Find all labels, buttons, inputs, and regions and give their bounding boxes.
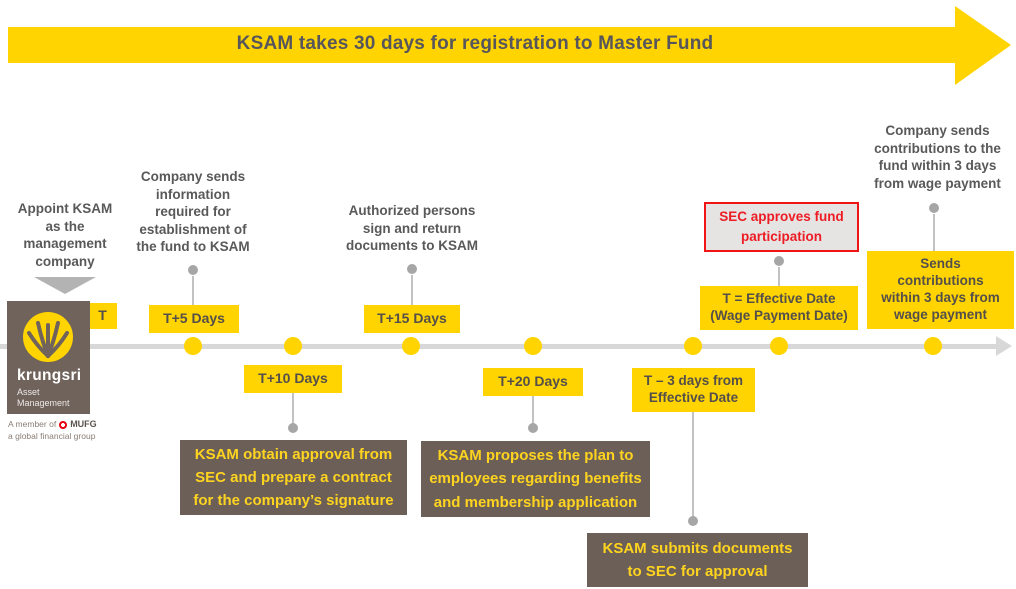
connector-line xyxy=(192,276,194,305)
member-prefix-text: A member of xyxy=(8,419,57,430)
callout-ksam-proposes-plan: KSAM proposes the plan to employees rega… xyxy=(421,441,650,517)
milestone-label-t-effective: T = Effective Date (Wage Payment Date) xyxy=(700,286,858,330)
annotation-authorized-persons: Authorized persons sign and return docum… xyxy=(345,203,478,254)
milestone-label-t: T xyxy=(88,303,117,329)
milestone-label-sends-contributions: Sends contributions within 3 days from w… xyxy=(867,251,1014,329)
milestone-label-t20: T+20 Days xyxy=(483,368,583,396)
timeline-dot xyxy=(524,337,542,355)
krungsri-logo: krungsri Asset Management xyxy=(7,301,90,414)
connector-dot xyxy=(528,423,538,433)
milestone-label-t15: T+15 Days xyxy=(364,305,460,333)
annotation-company-sends-info: Company sends information required for e… xyxy=(136,169,250,255)
timeline-line xyxy=(0,344,998,349)
mufg-icon xyxy=(59,420,68,429)
connector-line xyxy=(692,412,694,517)
callout-ksam-obtain-approval: KSAM obtain approval from SEC and prepar… xyxy=(180,440,407,515)
connector-dot xyxy=(407,264,417,274)
connector-line xyxy=(778,267,780,286)
annotation-company-sends-contributions: Company sends contributions to the fund … xyxy=(874,123,1001,191)
krungsri-lotus-icon xyxy=(23,312,73,362)
connector-dot xyxy=(188,265,198,275)
logo-subtitle-line1: Asset xyxy=(17,387,40,397)
connector-line xyxy=(933,214,935,251)
mufg-member-line: A member of MUFG a global financial grou… xyxy=(8,419,118,442)
connector-dot xyxy=(929,203,939,213)
connector-line xyxy=(532,396,534,424)
milestone-label-t5: T+5 Days xyxy=(149,305,239,333)
timeline-dot xyxy=(924,337,942,355)
connector-line xyxy=(411,275,413,306)
milestone-label-t10: T+10 Days xyxy=(244,365,342,393)
milestone-label-t-minus-3: T – 3 days from Effective Date xyxy=(632,368,755,412)
timeline-arrowhead-icon xyxy=(996,336,1012,356)
member-suffix-text: a global financial group xyxy=(8,430,96,441)
logo-subtitle-line2: Management xyxy=(17,398,70,408)
logo-brand-text: krungsri xyxy=(17,367,82,384)
mufg-brand-text: MUFG xyxy=(70,419,97,429)
callout-ksam-submits-documents: KSAM submits documents to SEC for approv… xyxy=(587,533,808,587)
timeline-dot xyxy=(184,337,202,355)
timeline-dot xyxy=(684,337,702,355)
timeline-dot xyxy=(770,337,788,355)
connector-line xyxy=(292,393,294,424)
annotation-appoint-ksam: Appoint KSAM as the management company xyxy=(17,201,113,269)
connector-dot xyxy=(288,423,298,433)
connector-dot xyxy=(774,256,784,266)
banner-title: KSAM takes 30 days for registration to M… xyxy=(236,33,714,54)
down-arrow-icon xyxy=(34,277,96,294)
timeline-dot xyxy=(284,337,302,355)
callout-sec-approves: SEC approves fund participation xyxy=(704,202,859,252)
connector-dot xyxy=(688,516,698,526)
timeline-dot xyxy=(402,337,420,355)
banner-arrow xyxy=(8,6,1011,85)
